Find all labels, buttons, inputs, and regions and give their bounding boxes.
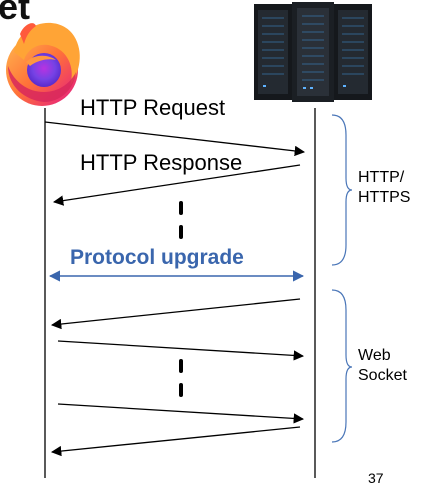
- firefox-browser-icon: [6, 22, 80, 106]
- http-response-arrow: [52, 164, 301, 206]
- ws-message-arrow: [50, 298, 301, 330]
- websocket-phase-bracket: [331, 289, 353, 443]
- ws-message-arrow: [57, 340, 305, 361]
- protocol-upgrade-label: Protocol upgrade: [70, 246, 244, 269]
- http-phase-label: HTTP/ HTTPS: [358, 169, 411, 206]
- server-rack-icon: [254, 2, 372, 102]
- websocket-phase-label: Web Socket: [358, 347, 407, 384]
- page-number: 37: [368, 470, 384, 486]
- ws-message-arrow: [57, 403, 305, 424]
- slide-title-fragment: et: [0, 0, 31, 27]
- http-response-label: HTTP Response: [80, 150, 243, 175]
- http-request-label: HTTP Request: [80, 95, 226, 120]
- ws-message-arrow: [50, 426, 301, 457]
- http-phase-bracket: [331, 114, 353, 266]
- http-request-arrow: [44, 121, 306, 157]
